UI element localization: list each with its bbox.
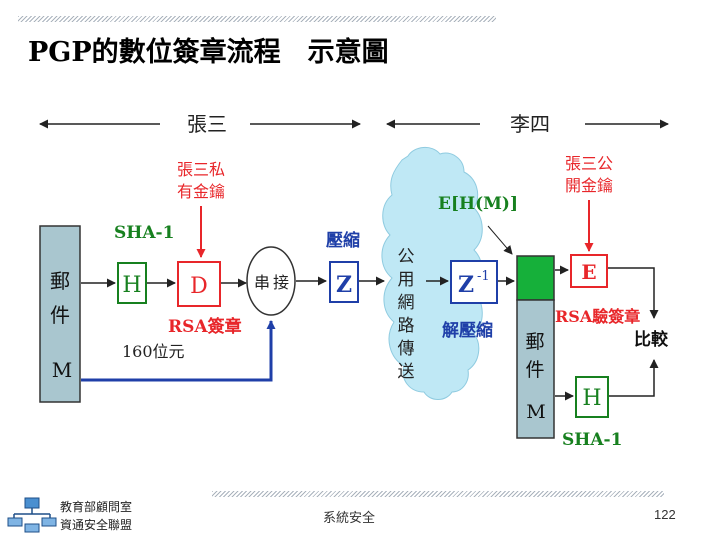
compress-label: 壓縮 (326, 230, 360, 251)
cloud-char-4: 路 (398, 316, 415, 336)
pgp-signature-diagram: 張三 李四 郵 件 M SHA-1 H 張三私 有金鑰 D RSA簽章 串 接 … (39, 112, 669, 450)
decompress-box-sup: -1 (477, 269, 490, 284)
decompress-label: 解壓縮 (442, 320, 493, 341)
logo-line-1: 教育部顧問室 (60, 500, 133, 514)
compress-box-text: Z (336, 272, 352, 298)
ehm-label: E[H(M)] (438, 194, 518, 214)
mail-left-char-2: 件 (50, 303, 70, 327)
alliance-logo-icon (7, 497, 57, 533)
concat-char-2: 接 (273, 273, 289, 292)
cloud-char-1: 公 (398, 247, 415, 267)
public-key-line-1: 張三公 (565, 154, 613, 173)
verify-box-text: E (581, 260, 596, 284)
sha1-left-label: SHA-1 (114, 223, 174, 243)
bits-label: 160位元 (122, 342, 185, 361)
concat-node (246, 246, 296, 316)
mail-right-box (516, 299, 555, 439)
compare-label: 比較 (634, 329, 669, 350)
alliance-logo-text: 教育部顧問室 資通安全聯盟 (60, 498, 132, 534)
page-number: 122 (654, 507, 676, 522)
sign-box (177, 261, 221, 307)
footer-divider (212, 491, 664, 497)
footer-center-text: 系統安全 (323, 510, 376, 525)
hash-box-left-text: H (122, 273, 141, 298)
hash-box-right-text: H (582, 386, 601, 411)
logo-line-2: 資通安全聯盟 (60, 518, 133, 532)
mail-to-concat-path (81, 320, 276, 382)
compress-box (329, 261, 359, 303)
sender-label: 張三 (187, 112, 227, 136)
verify-box (570, 254, 608, 288)
rsa-verify-label: RSA驗簽章 (555, 307, 640, 326)
public-key-line-2: 開金鑰 (565, 176, 613, 195)
decompress-box (450, 260, 498, 304)
mail-left-box (39, 225, 81, 403)
rsa-sign-label: RSA簽章 (168, 316, 242, 337)
decompress-box-text: Z (458, 272, 474, 298)
slide-title: PGP的數位簽章流程 示意圖 (28, 37, 389, 68)
mail-left-char-1: 郵 (50, 269, 70, 293)
cloud-char-2: 用 (398, 270, 415, 290)
sha1-right-label: SHA-1 (562, 430, 622, 450)
hash-box-left (117, 262, 147, 304)
private-key-line-1: 張三私 (177, 160, 225, 179)
mail-right-char-2: 件 (525, 359, 544, 381)
cloud-char-3: 網 (398, 293, 415, 313)
network-cloud (381, 147, 483, 400)
hash-box-right (575, 376, 609, 418)
concat-char-1: 串 (254, 273, 270, 292)
sign-box-text: D (190, 274, 208, 299)
private-key-line-2: 有金鑰 (177, 182, 225, 201)
title-underline (18, 16, 496, 22)
mail-right-char-1: 郵 (525, 331, 544, 353)
cloud-char-5: 傳 (398, 339, 415, 359)
mail-right-char-3: M (526, 401, 545, 423)
cloud-char-6: 送 (398, 362, 415, 382)
receiver-label: 李四 (510, 112, 550, 136)
mail-left-char-3: M (52, 358, 72, 382)
signature-block (516, 255, 555, 301)
